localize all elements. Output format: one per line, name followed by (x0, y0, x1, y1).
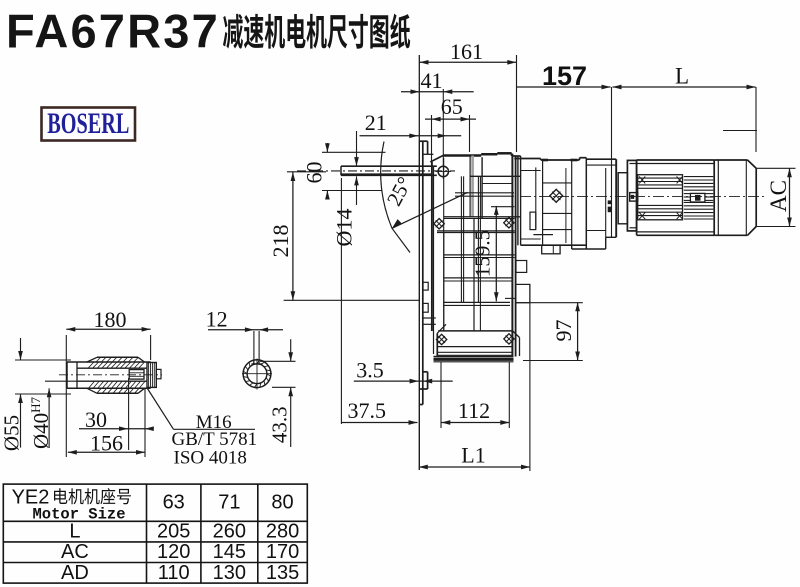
svg-text:135: 135 (266, 562, 299, 584)
svg-text:Motor Size: Motor Size (32, 506, 125, 524)
svg-text:L1: L1 (461, 443, 485, 468)
svg-text:ISO 4018: ISO 4018 (174, 448, 247, 469)
svg-text:AC: AC (766, 180, 791, 212)
svg-text:65: 65 (441, 94, 463, 119)
svg-text:GB/T 5781: GB/T 5781 (172, 429, 258, 450)
svg-text:63: 63 (163, 492, 185, 514)
svg-text:Ø14: Ø14 (332, 209, 357, 247)
svg-text:161: 161 (450, 39, 483, 64)
svg-text:218: 218 (268, 225, 293, 258)
svg-text:170: 170 (266, 541, 299, 563)
svg-text:Ø55: Ø55 (0, 415, 24, 451)
svg-text:180: 180 (94, 307, 127, 332)
svg-text:AC: AC (61, 541, 89, 563)
svg-text:L: L (675, 64, 689, 89)
svg-text:156: 156 (90, 431, 123, 456)
svg-text:205: 205 (157, 521, 190, 543)
svg-text:260: 260 (213, 521, 246, 543)
svg-text:130: 130 (213, 562, 246, 584)
svg-text:YE2: YE2 (12, 487, 50, 509)
svg-text:BOSERL: BOSERL (47, 107, 129, 140)
svg-text:M16: M16 (196, 412, 232, 433)
svg-text:71: 71 (218, 492, 240, 514)
svg-text:80: 80 (271, 492, 293, 514)
svg-text:L: L (69, 521, 80, 543)
svg-text:AD: AD (61, 562, 89, 584)
svg-text:43.3: 43.3 (268, 406, 292, 443)
svg-text:110: 110 (158, 562, 190, 584)
svg-text:112: 112 (458, 398, 490, 423)
svg-text:145: 145 (213, 541, 246, 563)
svg-text:60: 60 (302, 162, 327, 184)
svg-text:120: 120 (157, 541, 190, 563)
svg-text:12: 12 (206, 307, 228, 332)
svg-text:3.5: 3.5 (356, 358, 384, 383)
svg-text:FA67R37: FA67R37 (6, 5, 220, 58)
svg-text:97: 97 (551, 320, 576, 342)
svg-text:157: 157 (542, 61, 587, 91)
svg-text:41: 41 (421, 68, 443, 93)
svg-text:37.5: 37.5 (348, 398, 387, 423)
svg-text:30: 30 (85, 407, 107, 432)
svg-text:21: 21 (365, 110, 387, 135)
svg-text:280: 280 (266, 521, 299, 543)
